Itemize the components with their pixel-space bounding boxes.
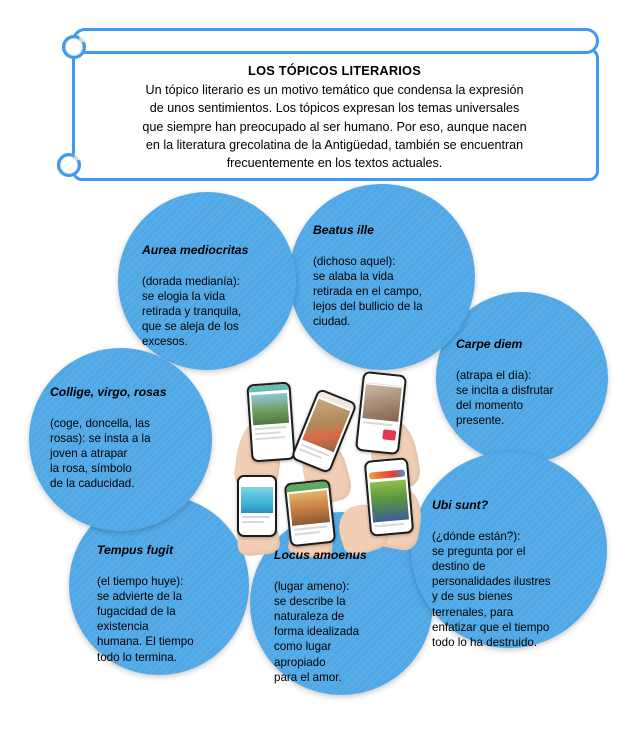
topic-text-collige-virgo-rosas: Collige, virgo, rosas (coge, doncella, l…	[50, 370, 190, 492]
topic-text-carpe-diem: Carpe diem (atrapa el día): se incita a …	[456, 322, 601, 428]
topic-text-beatus-ille: Beatus ille (dichoso aquel): se alaba la…	[313, 208, 463, 330]
smartphone-icon	[290, 387, 358, 475]
topic-description: (lugar ameno): se describe la naturaleza…	[274, 579, 360, 684]
topic-circle-tempus-fugit	[69, 495, 249, 675]
topic-term: Carpe diem	[456, 337, 523, 352]
page-title: LOS TÓPICOS LITERARIOS	[248, 63, 421, 78]
header-callout-box: LOS TÓPICOS LITERARIOS Un tópico literar…	[57, 28, 602, 183]
scroll-curl-top-ring-icon	[62, 35, 86, 59]
topic-term: Beatus ille	[313, 223, 374, 238]
topic-circle-carpe-diem	[436, 292, 608, 464]
topic-circle-beatus-ille	[289, 184, 475, 370]
topic-text-locus-amoenus: Locus amoenus (lugar ameno): se describe…	[274, 533, 399, 685]
topic-text-aurea-mediocritas: Aurea mediocritas (dorada medianía): se …	[142, 228, 282, 350]
phones-in-hands-photo	[231, 370, 426, 560]
smartphone-icon	[246, 381, 296, 463]
header-text-block: LOS TÓPICOS LITERARIOS Un tópico literar…	[82, 62, 587, 172]
topic-term: Locus amoenus	[274, 548, 367, 563]
topic-description: (dichoso aquel): se alaba la vida retira…	[313, 254, 423, 329]
topic-circle-ubi-sunt	[411, 452, 607, 648]
topic-circle-collige-virgo-rosas	[29, 348, 212, 531]
topic-circle-aurea-mediocritas	[118, 192, 296, 370]
header-paragraph: Un tópico literario es un motivo temátic…	[142, 83, 527, 171]
smartphone-icon	[363, 457, 415, 537]
topic-description: (¿dónde están?): se pregunta por el dest…	[432, 529, 551, 650]
topic-description: (dorada medianía): se elogia la vida ret…	[142, 274, 242, 349]
smartphone-icon	[237, 475, 277, 537]
topic-text-ubi-sunt: Ubi sunt? (¿dónde están?): se pregunta p…	[432, 483, 580, 650]
topic-term: Collige, virgo, rosas	[50, 385, 167, 400]
topic-text-tempus-fugit: Tempus fugit (el tiempo huye): se advier…	[97, 528, 223, 665]
topic-description: (coge, doncella, las rosas): se insta a …	[50, 416, 151, 491]
smartphone-icon	[354, 370, 408, 456]
topic-term: Tempus fugit	[97, 543, 174, 558]
topic-term: Ubi sunt?	[432, 498, 489, 513]
topic-description: (el tiempo huye): se advierte de la fuga…	[97, 574, 194, 664]
topic-term: Aurea mediocritas	[142, 243, 249, 258]
callout-top-pill	[72, 28, 599, 54]
topic-description: (atrapa el día): se incita a disfrutar d…	[456, 368, 554, 428]
scroll-curl-bottom-ring-icon	[57, 153, 81, 177]
